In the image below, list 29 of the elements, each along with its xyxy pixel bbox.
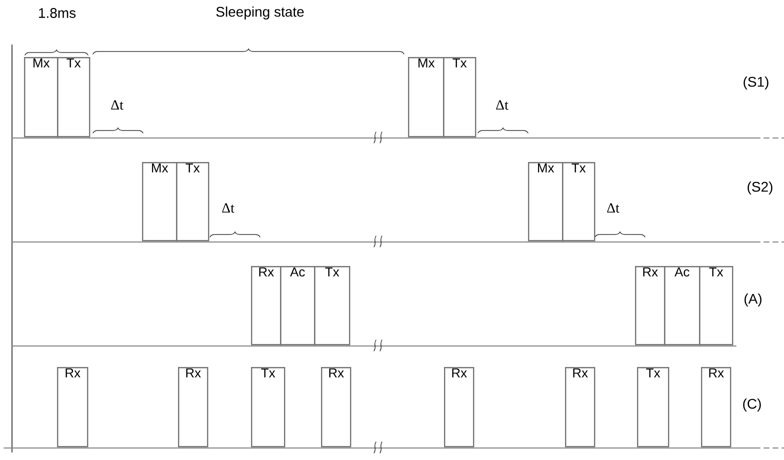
slot-box: Rx — [321, 367, 352, 448]
slot-box: Rx — [444, 367, 474, 448]
interval-label: Δt — [496, 100, 508, 110]
slot-box: Mx — [24, 57, 58, 138]
state-label: Sleeping state — [216, 6, 304, 20]
slot-box: Tx — [699, 266, 734, 346]
slot-box: Rx — [251, 266, 282, 346]
slot-box: Tx — [251, 367, 286, 448]
slot-box: Tx — [637, 367, 670, 448]
slot-box: Rx — [57, 367, 88, 448]
row-label: (S2) — [748, 181, 772, 195]
interval-label: Δt — [111, 100, 124, 110]
slot-box: Tx — [57, 57, 90, 138]
slot-box: Tx — [176, 162, 210, 242]
slot-box: Mx — [142, 162, 178, 242]
slot-box: Rx — [178, 367, 208, 448]
slot-box: Rx — [635, 266, 666, 346]
slot-box: Ac — [280, 266, 316, 346]
slot-box: Rx — [701, 367, 732, 448]
row-label: (S1) — [744, 76, 768, 90]
slot-box: Tx — [443, 57, 476, 138]
slot-box: Rx — [565, 367, 596, 448]
slot-box: Tx — [314, 266, 350, 346]
slot-box: Mx — [408, 57, 444, 138]
slot-box: Mx — [528, 162, 564, 242]
slot-box: Ac — [664, 266, 700, 346]
interval-label: Δt — [222, 203, 234, 213]
slot-box: Tx — [562, 162, 596, 242]
duration-label: 1.8ms — [39, 8, 76, 18]
